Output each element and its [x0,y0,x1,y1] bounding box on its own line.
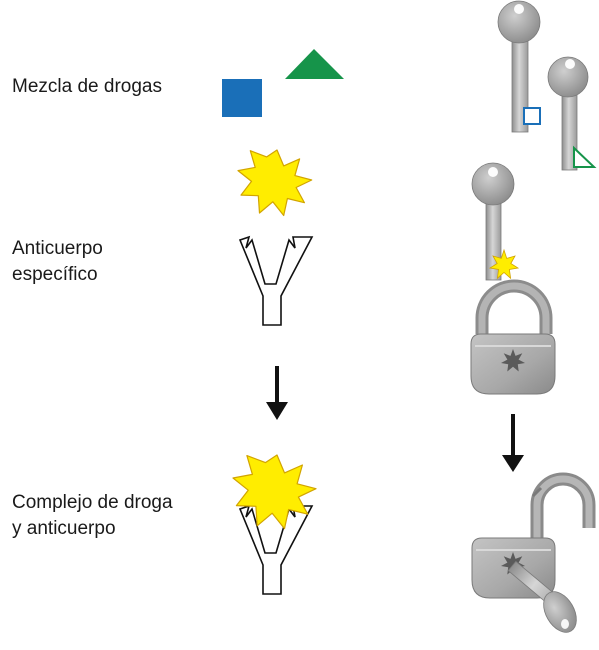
triangle-drug-icon [285,49,344,79]
antibody-icon [238,235,314,326]
padlock-icon [470,279,556,395]
star-drug-icon [237,149,313,217]
complex-label-line1: Complejo de droga [12,492,173,513]
down-arrow-right-icon [502,414,524,472]
square-drug-icon [222,79,262,117]
drug-mix-label: Mezcla de drogas [12,74,162,100]
specific-antibody-line1: Anticuerpo [12,238,103,259]
star-key-icon [471,162,520,281]
drug-antibody-complex-label: Complejo de droga y anticuerpo [12,490,173,542]
drug-mix-text: Mezcla de drogas [12,76,162,97]
bound-star-drug-icon [232,454,317,530]
down-arrow-icon [266,366,288,420]
complex-label-line2: y anticuerpo [12,518,116,539]
specific-antibody-label: Anticuerpo específico [12,236,103,288]
keyhole-star-icon [501,349,525,372]
inserted-key-icon [507,560,577,633]
square-key-icon [497,0,541,133]
open-padlock-icon [471,472,596,633]
triangle-key-icon [547,56,597,171]
complex-antibody-icon [238,504,314,595]
specific-antibody-line2: específico [12,264,98,285]
